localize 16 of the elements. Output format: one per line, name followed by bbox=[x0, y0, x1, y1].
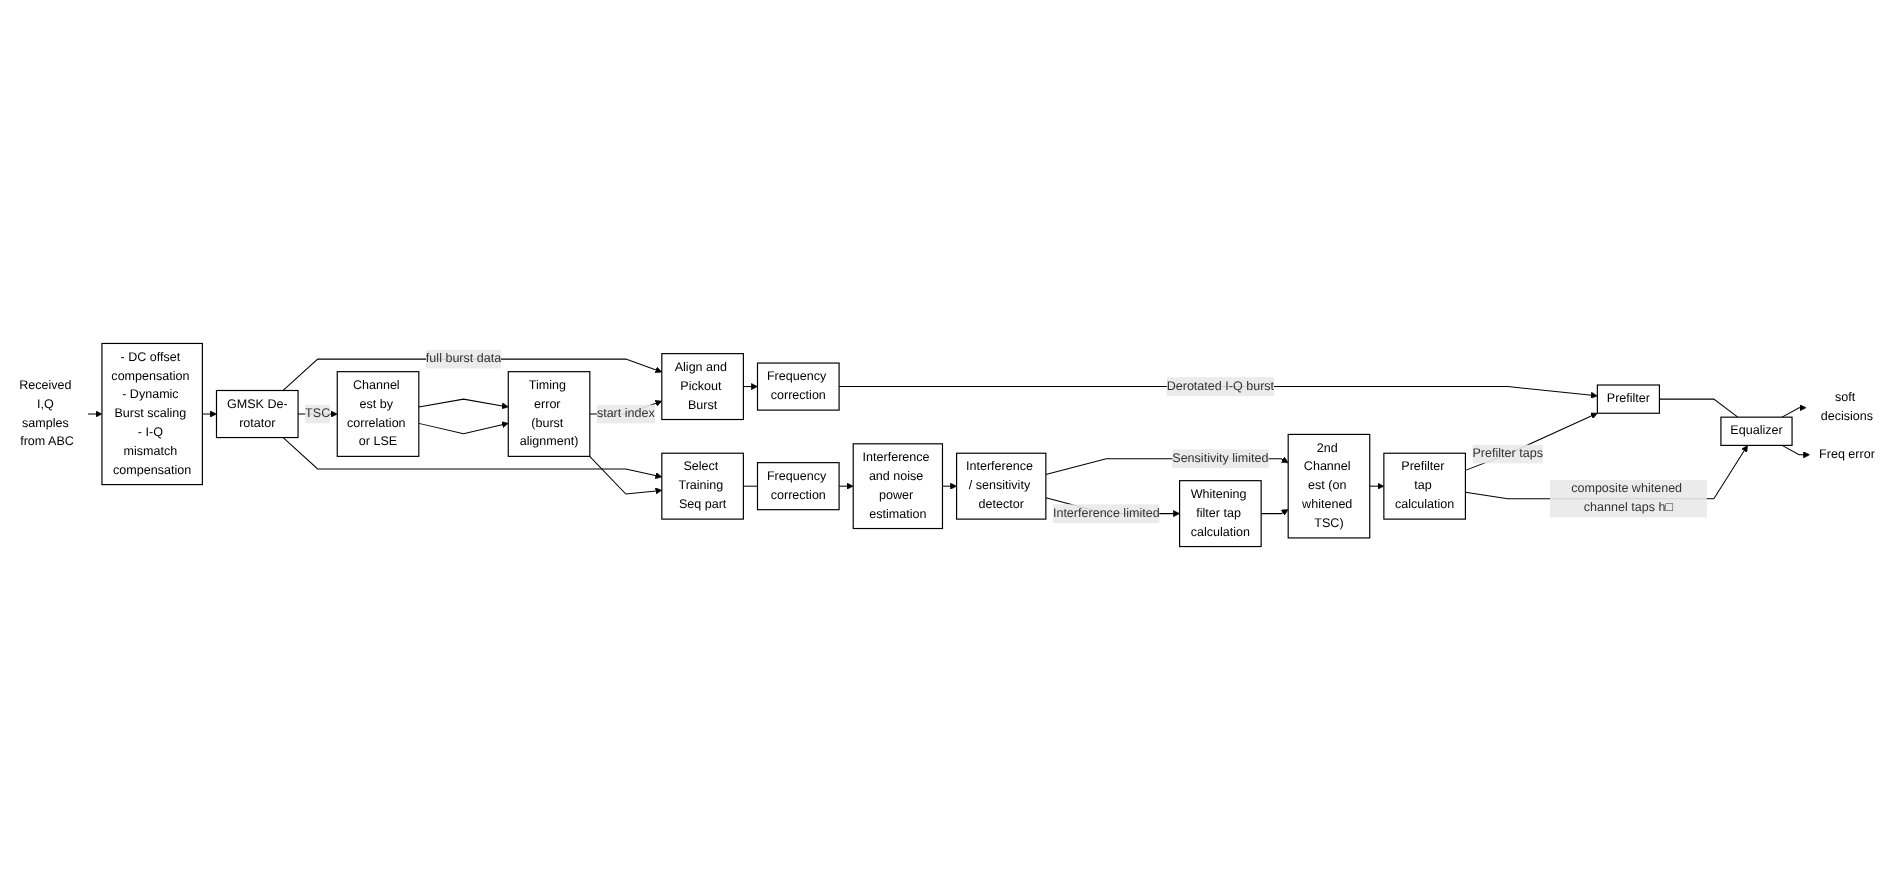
arrow bbox=[87, 410, 103, 418]
arrow bbox=[941, 482, 957, 490]
arrow bbox=[742, 383, 758, 391]
arrow bbox=[418, 398, 509, 410]
arrow bbox=[1369, 482, 1385, 490]
arrow bbox=[418, 421, 509, 435]
arrow bbox=[838, 482, 854, 490]
arrow bbox=[1781, 444, 1810, 459]
connector bbox=[742, 485, 758, 487]
arrow bbox=[201, 410, 217, 418]
arrow bbox=[1781, 404, 1807, 418]
arrow bbox=[1464, 412, 1598, 471]
arrow bbox=[1260, 509, 1289, 516]
arrow bbox=[589, 455, 663, 495]
connector bbox=[1658, 398, 1739, 418]
arrow bbox=[282, 437, 663, 479]
